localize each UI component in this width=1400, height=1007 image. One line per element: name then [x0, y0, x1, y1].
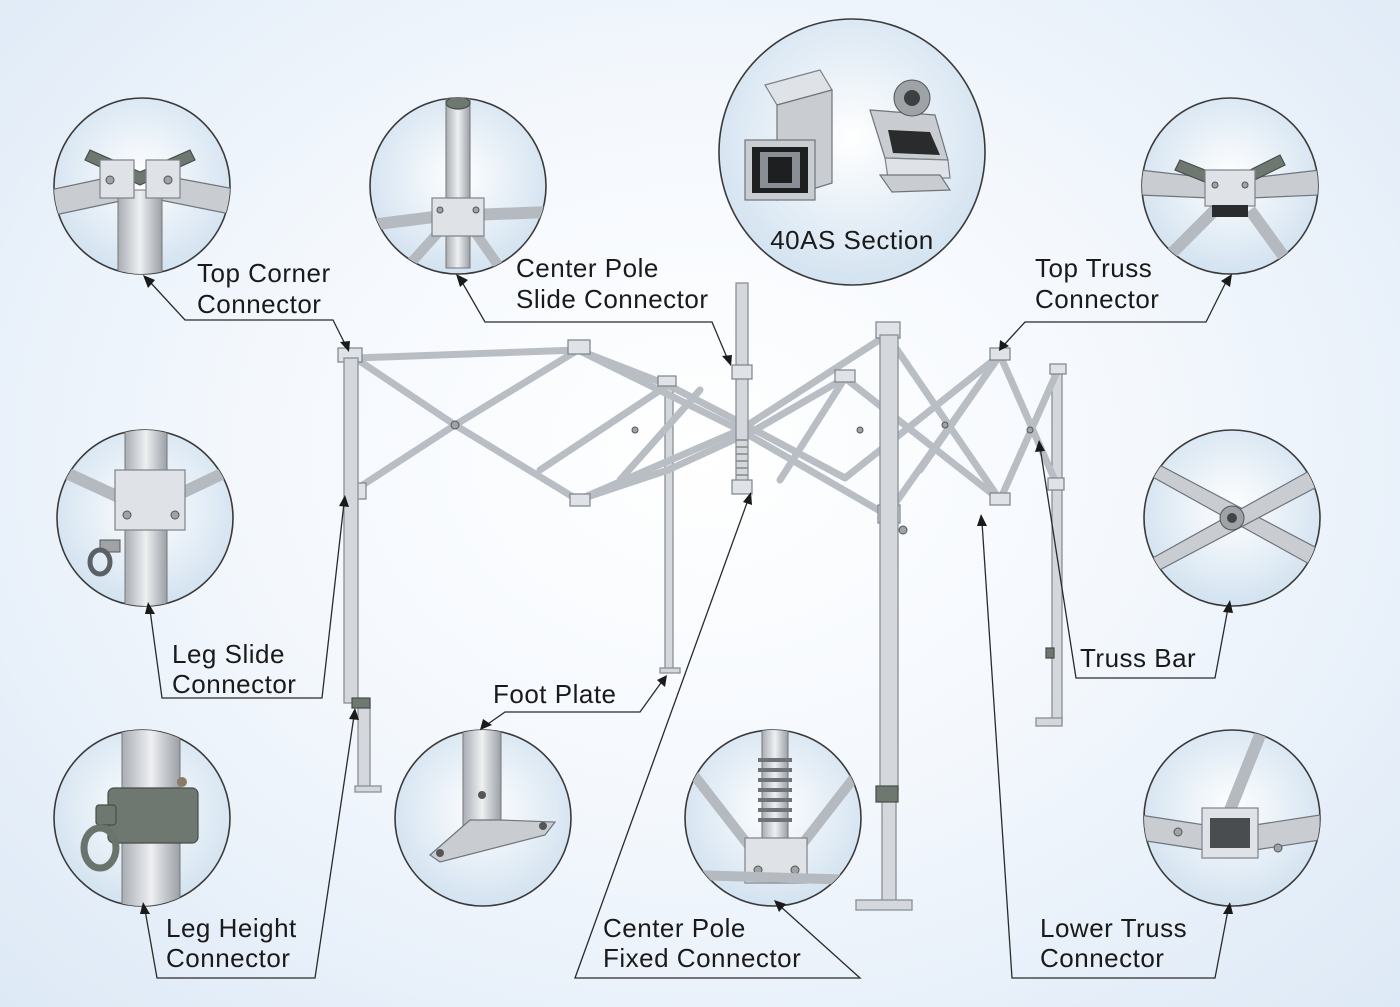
back-leg-right [1035, 367, 1063, 727]
labels: Top Corner Connector Center Pole Slide C… [166, 253, 1196, 973]
label-40as-section: 40AS Section [770, 225, 934, 255]
label-lower-truss-line1: Lower Truss [1040, 913, 1187, 943]
detail-foot-plate [394, 729, 572, 907]
detail-leg-height-connector [53, 729, 231, 907]
lower-connectors [345, 477, 1065, 524]
canopy-frame [337, 282, 1067, 911]
label-center-pole-slide-line1: Center Pole [516, 253, 659, 283]
detail-truss-bar [1143, 429, 1321, 607]
detail-top-truss-connector [1141, 97, 1319, 275]
detail-40as-section: 40AS Section [718, 18, 986, 286]
label-lower-truss-line2: Connector [1040, 943, 1164, 973]
truss-bars [351, 331, 1061, 519]
detail-lower-truss-connector [1143, 729, 1321, 907]
label-center-pole-fixed-line1: Center Pole [603, 913, 746, 943]
label-center-pole-fixed-line2: Fixed Connector [603, 943, 801, 973]
detail-center-pole-slide-connector [369, 97, 547, 275]
top-connectors [337, 321, 1067, 387]
detail-leg-slide-connector [56, 429, 234, 607]
label-foot-plate: Foot Plate [493, 679, 617, 709]
label-leg-slide-line1: Leg Slide [172, 639, 285, 669]
label-top-truss-line2: Connector [1035, 284, 1159, 314]
detail-center-pole-fixed-connector [684, 729, 862, 907]
label-top-truss-line1: Top Truss [1035, 253, 1152, 283]
detail-top-corner-connector [53, 97, 231, 275]
front-leg-left [343, 357, 382, 793]
label-center-pole-slide-line2: Slide Connector [516, 284, 709, 314]
label-top-corner-line1: Top Corner [197, 258, 331, 288]
label-leg-height-line1: Leg Height [166, 913, 297, 943]
label-leg-slide-line2: Connector [172, 669, 296, 699]
label-top-corner-line2: Connector [197, 289, 321, 319]
front-leg-right [855, 334, 913, 911]
label-leg-height-line2: Connector [166, 943, 290, 973]
label-truss-bar: Truss Bar [1080, 643, 1196, 673]
leader-lines [140, 274, 1233, 979]
center-pole [731, 282, 753, 495]
